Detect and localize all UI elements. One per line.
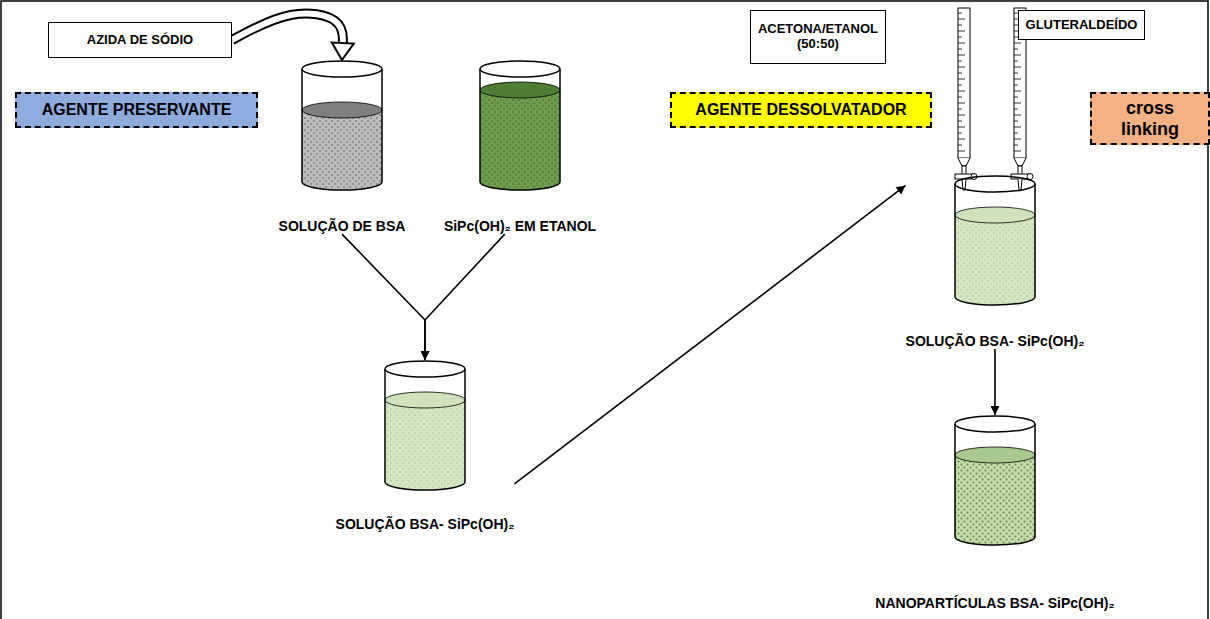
arrow-line xyxy=(425,234,505,360)
flow-arrow xyxy=(995,349,996,415)
beaker-drawing xyxy=(479,60,561,192)
role-tag: AGENTE DESSOLVATADOR xyxy=(670,92,932,128)
arrow-line xyxy=(342,234,425,360)
beaker-label: SOLUÇÃO DE BSA xyxy=(279,218,406,234)
role-tag: AGENTE PRESERVANTE xyxy=(15,92,258,128)
box-label: AZIDA DE SÓDIO xyxy=(87,33,193,48)
beaker-drawing xyxy=(954,415,1036,547)
beaker-label: SOLUÇÃO BSA- SiPc(OH)₂ xyxy=(336,516,515,532)
beaker-label: NANOPARTÍCULAS BSA- SiPc(OH)₂ xyxy=(875,595,1114,611)
arrow-head xyxy=(332,42,354,60)
role-tag: cross linking xyxy=(1090,92,1210,145)
beaker-drawing xyxy=(384,360,466,492)
arrow-line xyxy=(994,349,996,415)
flow-arrow xyxy=(232,13,354,60)
reagent-box: ACETONA/ETANOL (50:50) xyxy=(750,10,886,64)
burette xyxy=(955,8,977,190)
arrow-band xyxy=(232,13,343,46)
beaker-drawing xyxy=(954,175,1036,307)
flow-arrow xyxy=(342,234,425,360)
beaker-drawing xyxy=(301,60,383,192)
beaker: SOLUÇÃO BSA- SiPc(OH)₂ xyxy=(336,360,515,532)
box-label: AGENTE PRESERVANTE xyxy=(42,101,232,119)
beaker: SiPc(OH)₂ EM ETANOL xyxy=(444,60,596,234)
beaker: SOLUÇÃO DE BSA xyxy=(279,60,406,234)
box-label: cross linking xyxy=(1098,98,1202,139)
reagent-box: AZIDA DE SÓDIO xyxy=(48,22,232,58)
arrow-band xyxy=(232,13,343,46)
beaker-label: SOLUÇÃO BSA- SiPc(OH)₂ xyxy=(906,333,1085,349)
beaker-label: SiPc(OH)₂ EM ETANOL xyxy=(444,218,596,234)
beaker: SOLUÇÃO BSA- SiPc(OH)₂ xyxy=(906,175,1085,349)
flow-arrow xyxy=(425,234,505,360)
box-label: AGENTE DESSOLVATADOR xyxy=(695,101,906,119)
box-label: GLUTERALDEÍDO xyxy=(1026,18,1138,33)
reagent-box: GLUTERALDEÍDO xyxy=(1018,10,1145,40)
box-label: ACETONA/ETANOL (50:50) xyxy=(757,22,879,52)
beaker: NANOPARTÍCULAS BSA- SiPc(OH)₂ xyxy=(875,415,1114,611)
